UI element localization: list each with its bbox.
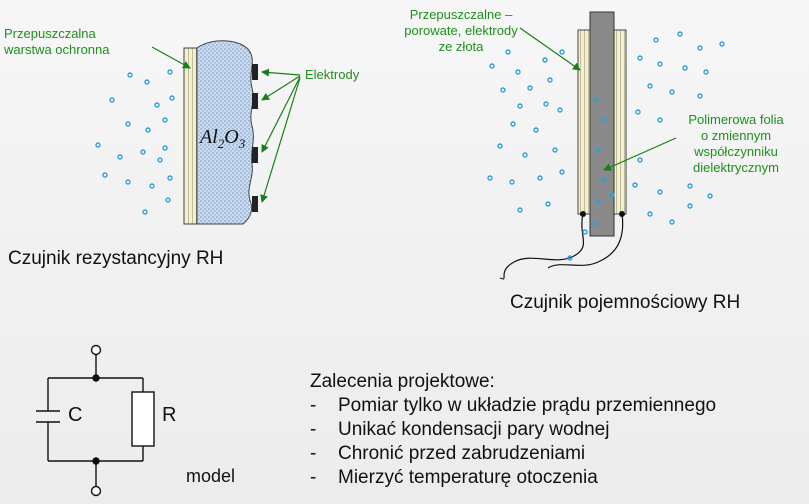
arrow-electrode-3 [261, 76, 301, 153]
list-dash: - [310, 419, 317, 440]
resistive-sensor [183, 40, 258, 225]
terminal-top [90, 344, 102, 356]
arrows-right [519, 27, 677, 171]
porous-electrode-left [577, 29, 592, 215]
arrow-protective-layer [151, 46, 191, 69]
al2o3-substrate [196, 40, 254, 225]
list-dash: - [310, 467, 317, 488]
arrow-porous-electrode [519, 27, 581, 71]
recommendation-item: -Pomiar tylko w układzie prądu przemienn… [310, 395, 717, 416]
caption-resistive-sensor: Czujnik rezystancyjny RH [8, 248, 224, 269]
label-model: model [186, 466, 236, 486]
label-resistor: R [162, 404, 177, 426]
equivalent-circuit [36, 344, 155, 497]
electrode [252, 64, 258, 80]
label-protective-layer: Przepuszczalna warstwa ochronna [4, 26, 110, 57]
porous-electrode-right [612, 29, 627, 215]
recommendations: Zalecenia projektowe: -Pomiar tylko w uk… [310, 370, 805, 490]
resistor-body [131, 391, 155, 447]
list-dash: - [310, 443, 317, 464]
arrow-polymer-foil [603, 137, 677, 171]
recommendation-item: -Mierzyć temperaturę otoczenia [310, 467, 598, 488]
lead-wire [547, 213, 624, 269]
list-dash: - [310, 395, 317, 416]
recommendations-list: -Pomiar tylko w układzie prądu przemienn… [310, 394, 805, 490]
formula-sub-3: 3 [238, 136, 246, 151]
label-porous-electrodes: Przepuszczalne – porowate, elektrody ze … [404, 7, 518, 54]
water-droplets-right [487, 31, 725, 261]
formula-sub-2: 2 [217, 136, 225, 151]
electrode [252, 93, 258, 109]
polymer-dielectric [589, 11, 615, 237]
formula-al2o3: Al2O3 [200, 126, 245, 152]
electrode [252, 196, 258, 212]
label-capacitor: C [68, 404, 83, 426]
arrow-electrode-2 [261, 75, 301, 101]
caption-capacitive-sensor: Czujnik pojemnościowy RH [510, 292, 741, 313]
terminal-bottom [90, 485, 102, 497]
recommendation-item: -Chronić przed zabrudzeniami [310, 443, 586, 464]
protective-layer-left [183, 47, 198, 225]
water-droplets-left [95, 69, 175, 215]
recommendation-item: -Unikać kondensacji pary wodnej [310, 419, 610, 440]
arrow-electrode-1 [261, 68, 301, 77]
label-polymer-foil: Polimerowa folia o zmiennym współczynnik… [688, 112, 784, 175]
capacitive-sensor [499, 11, 627, 280]
formula-o: O [224, 126, 239, 148]
electrode [252, 147, 258, 163]
label-electrodes: Elektrody [305, 67, 360, 82]
recommendations-title: Zalecenia projektowe: [310, 371, 495, 392]
arrow-electrode-4 [260, 77, 301, 203]
arrows-left [151, 46, 301, 203]
lead-wire [499, 213, 585, 280]
formula-al: Al [200, 126, 218, 148]
